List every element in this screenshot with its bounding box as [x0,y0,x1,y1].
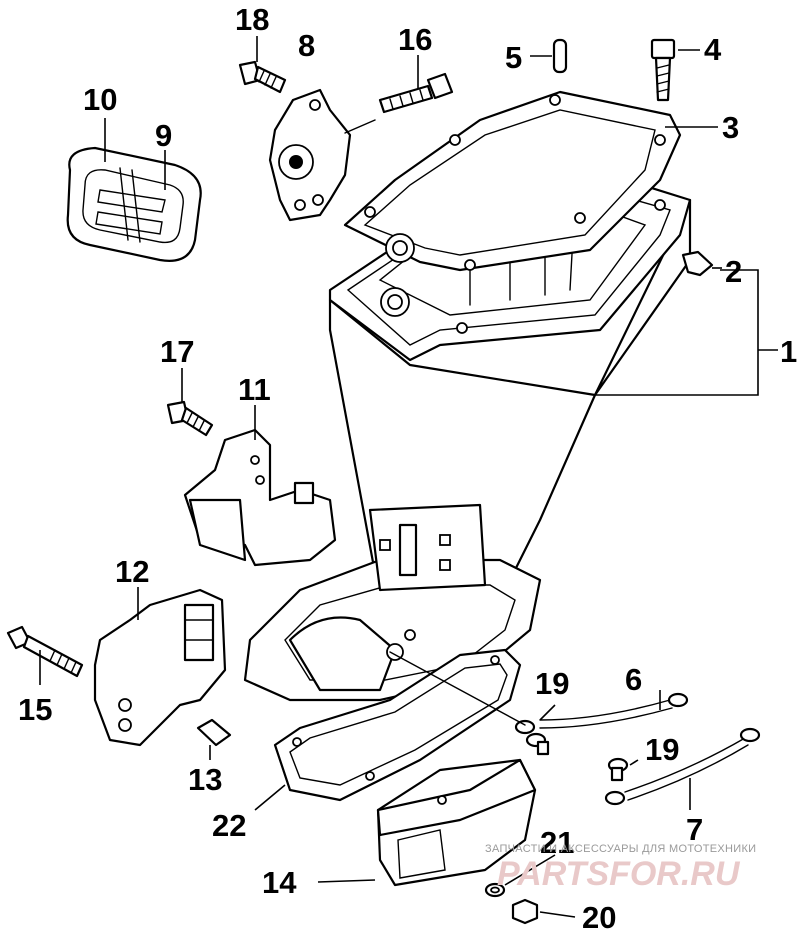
part-2-plug [681,250,722,277]
part-number-labels: 1 2 3 4 5 6 7 8 9 10 11 12 13 14 15 16 1… [18,2,797,934]
part-13-collar [196,718,232,760]
watermark-caption: ЗАПЧАСТИ И АКСЕССУАРЫ ДЛЯ МОТОТЕХНИКИ [485,843,756,855]
label-19-lower: 19 [645,732,679,767]
part-9-seal-plate [95,150,166,243]
watermark: ЗАПЧАСТИ И АКСЕССУАРЫ ДЛЯ МОТОТЕХНИКИ PA… [485,843,756,893]
part-20-nut [511,898,576,925]
leader-lines [389,126,778,726]
watermark-logo: PARTSFOR.RU [497,855,741,893]
label-20: 20 [582,900,616,934]
label-14: 14 [262,865,297,900]
label-21: 21 [540,825,574,860]
part-10-seal [66,118,202,262]
label-8: 8 [298,28,315,63]
part-6-ground-lead [514,690,689,735]
label-6: 6 [625,662,642,697]
label-15: 15 [18,692,52,727]
label-19-upper: 19 [535,666,569,701]
part-19-screw-b [607,757,639,782]
label-1: 1 [780,334,797,369]
label-22: 22 [212,808,246,843]
part-16-bolt [378,55,454,114]
label-3: 3 [722,110,739,145]
label-7: 7 [686,812,703,847]
label-13: 13 [188,762,222,797]
part-18-bolt [238,36,287,94]
label-5: 5 [505,40,522,75]
label-12: 12 [115,554,149,589]
part-11-lower-mount-bracket [183,405,337,567]
part-8-upper-mount [268,88,376,222]
label-18: 18 [235,2,269,37]
part-22-gasket [254,648,522,811]
part-5-dowel-pin [530,38,568,74]
part-7-ground-lead [604,727,761,810]
label-4: 4 [704,32,722,67]
label-9: 9 [155,118,172,153]
part-21-washer [484,854,556,898]
part-17-bolt [166,368,214,437]
part-4-bolt [650,38,700,102]
label-16: 16 [398,22,432,57]
part-15-bolt [6,625,84,685]
part-12-lower-mount [93,587,227,747]
label-11: 11 [238,372,271,407]
label-10: 10 [83,82,117,117]
part-14-rear-cover [317,758,537,887]
part-19-screw-a [525,704,556,756]
label-2: 2 [725,254,742,289]
part-3-gasket [343,90,682,272]
label-17: 17 [160,334,194,369]
